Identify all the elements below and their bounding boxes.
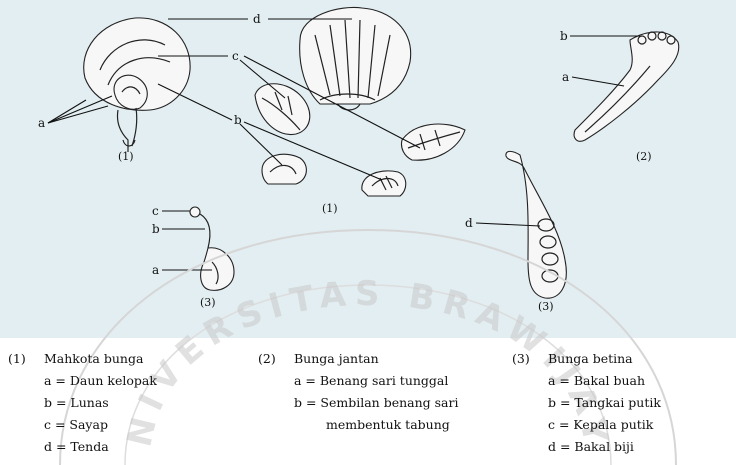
- legend-column-3: (3)Bunga betina a = Bakal buah b = Tangk…: [512, 348, 661, 458]
- legend-number-2: (2): [258, 348, 294, 370]
- legend-item: d = Bakal biji: [512, 436, 661, 458]
- label-number-1-whole: (1): [118, 150, 134, 163]
- legend-title-2: Bunga jantan: [294, 351, 379, 366]
- legend-item: c = Sayap: [8, 414, 157, 436]
- label-b-tube: b: [560, 29, 568, 43]
- legend-number-3: (3): [512, 348, 548, 370]
- legend-column-2: (2)Bunga jantan a = Benang sari tunggal …: [258, 348, 458, 436]
- legend-item-continuation: membentuk tabung: [258, 414, 458, 436]
- legend-item: c = Kepala putik: [512, 414, 661, 436]
- legend-item: b = Sembilan benang sari: [258, 392, 458, 414]
- label-c-stigma: c: [152, 204, 159, 218]
- label-a-ovary: a: [152, 263, 159, 277]
- label-number-1-petals: (1): [322, 202, 338, 215]
- whole-flower-drawing: [84, 18, 190, 152]
- label-number-2: (2): [636, 150, 652, 163]
- label-a-stamen: a: [562, 70, 569, 84]
- legend-item: d = Tenda: [8, 436, 157, 458]
- label-b-keel: b: [234, 113, 242, 127]
- legend-title-1: Mahkota bunga: [44, 351, 143, 366]
- keel-petals-drawing: [262, 154, 406, 196]
- standard-petal-drawing: [300, 7, 411, 110]
- legend-column-1: (1)Mahkota bunga a = Daun kelopak b = Lu…: [8, 348, 157, 458]
- label-d-ovule: d: [465, 216, 473, 230]
- label-b-style: b: [152, 222, 160, 236]
- legend-number-1: (1): [8, 348, 44, 370]
- legend-item: b = Lunas: [8, 392, 157, 414]
- label-a-calyx: a: [38, 116, 45, 130]
- flower-anatomy-diagram: (1) (1) (2) (3): [0, 0, 736, 338]
- label-number-3-ovary: (3): [538, 300, 554, 313]
- legend-item: a = Benang sari tunggal: [258, 370, 458, 392]
- legend-item: a = Daun kelopak: [8, 370, 157, 392]
- label-d-top: d: [253, 12, 261, 26]
- label-number-3-pistil: (3): [200, 296, 216, 309]
- legend-item: a = Bakal buah: [512, 370, 661, 392]
- label-c: c: [232, 49, 239, 63]
- figure-panel: (1) (1) (2) (3): [0, 0, 736, 338]
- legend-item: b = Tangkai putik: [512, 392, 661, 414]
- stamen-tube-drawing: [574, 32, 679, 141]
- pistil-drawing: [190, 207, 234, 290]
- legend-title-3: Bunga betina: [548, 351, 633, 366]
